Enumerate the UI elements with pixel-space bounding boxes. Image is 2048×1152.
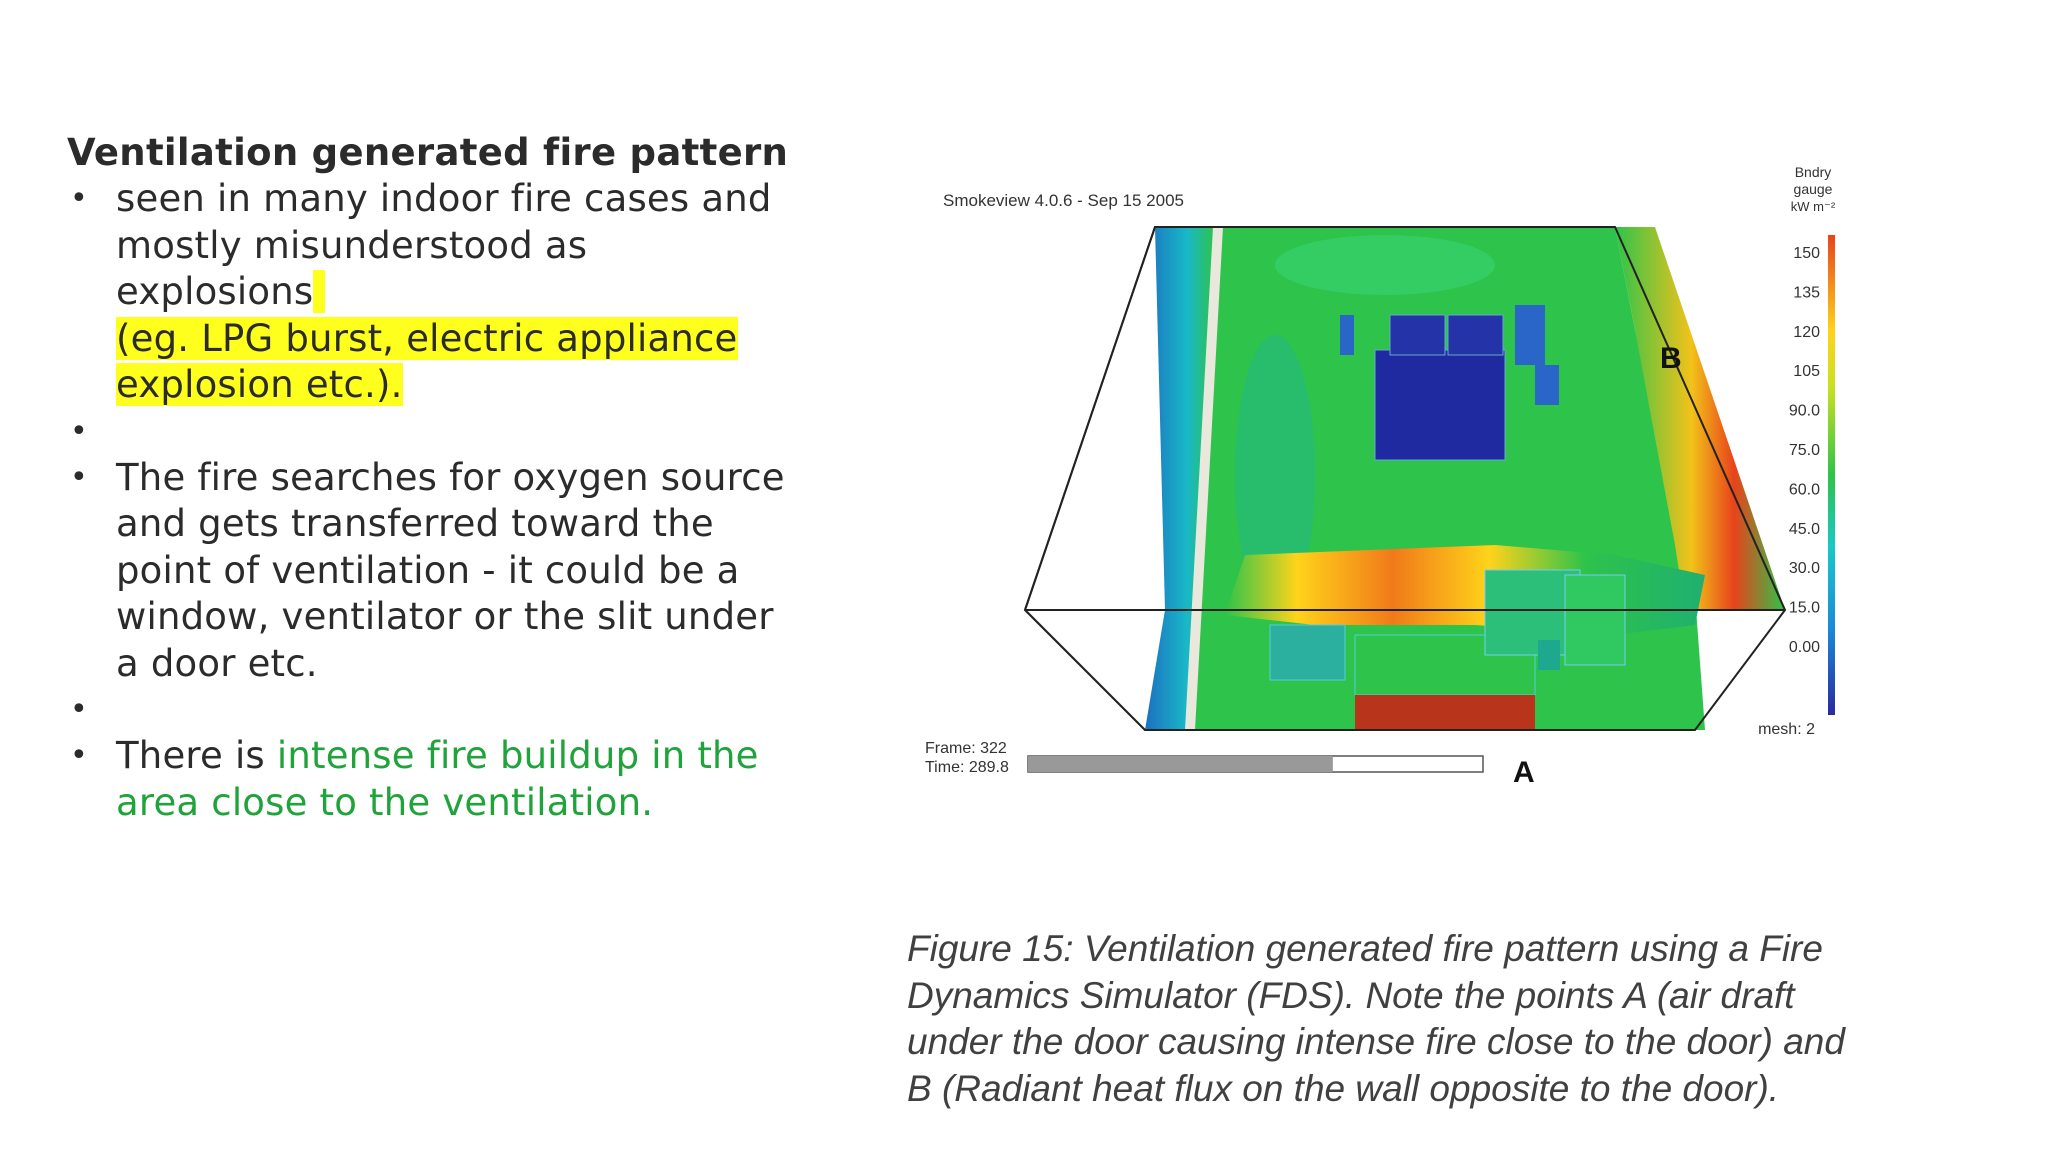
furniture-block <box>1538 640 1560 670</box>
time-label: Time: 289.8 <box>925 759 1009 776</box>
colorbar <box>1828 235 1835 715</box>
furniture-block <box>1564 574 1626 666</box>
mesh-label: mesh: 2 <box>1758 721 1815 738</box>
point-b-label: B <box>1660 342 1682 375</box>
bullet-2-line-3: point of ventilation - it could be a <box>116 548 740 592</box>
room-outline <box>1023 226 1787 731</box>
bullet-2-line-2: and gets transferred toward the <box>116 502 714 545</box>
wall-patch <box>1275 235 1495 295</box>
colorbar-tick-label: 75.0 <box>1789 442 1820 459</box>
colorbar-title-line-3: kW m⁻² <box>1791 199 1836 214</box>
bullet-item-2: The fire searches for oxygen source and … <box>67 455 807 688</box>
slide-text-column: Ventilation generated fire pattern seen … <box>67 130 807 826</box>
furniture-block <box>1515 305 1545 365</box>
figure-caption: Figure 15: Ventilation generated fire pa… <box>907 926 2007 1112</box>
bullet-2-line-5: a door etc. <box>116 641 318 685</box>
frame-label: Frame: 322 <box>925 740 1007 757</box>
caption-line-3: under the door causing intense fire clos… <box>907 1021 1845 1062</box>
colorbar-tick-label: 15.0 <box>1789 600 1820 617</box>
bullet-2-line-4: window, ventilator or the slit under <box>116 595 774 638</box>
point-a-label: A <box>1513 756 1535 789</box>
bullet-1-line-2-text: mostly misunderstood as explosions <box>116 223 588 314</box>
colorbar-title-line-2: gauge <box>1794 181 1833 197</box>
furniture-block <box>1340 315 1354 355</box>
green-text: intense fire buildup in the <box>276 734 759 777</box>
caption-line-1: Figure 15: Ventilation generated fire pa… <box>907 928 1823 969</box>
bullet-item-3: There is intense fire buildup in the are… <box>67 733 807 826</box>
colorbar-title-line-1: Bndry <box>1795 164 1832 180</box>
bullet-3-line-2: area close to the ventilation. <box>116 780 654 824</box>
bullet-1-line-3: (eg. LPG burst, electric appliance <box>116 316 807 363</box>
furniture-block <box>1535 365 1559 405</box>
colorbar-tick-label: 135 <box>1793 284 1820 301</box>
bullet-3-plain-text: There is <box>116 734 277 777</box>
bed-block <box>1374 349 1506 461</box>
colorbar-tick-label: 60.0 <box>1789 481 1820 498</box>
colorbar-tick-label: 0.00 <box>1789 639 1820 656</box>
furniture-block <box>1484 569 1581 656</box>
bullet-spacer <box>67 409 807 456</box>
software-label: Smokeview 4.0.6 - Sep 15 2005 <box>943 191 1184 210</box>
bullet-1-line-1: seen in many indoor fire cases and <box>116 177 772 220</box>
colorbar-tick-label: 150 <box>1793 245 1820 262</box>
colorbar-tick-label: 120 <box>1793 324 1820 341</box>
bullet-2-line-1: The fire searches for oxygen source <box>116 455 785 499</box>
slide-heading: Ventilation generated fire pattern <box>67 131 789 174</box>
fds-simulation-figure: Smokeview 4.0.6 - Sep 15 2005 B <box>915 155 1845 795</box>
bullet-item-1: seen in many indoor fire cases and mostl… <box>67 176 807 409</box>
highlighted-text: (eg. LPG burst, electric appliance <box>116 316 738 360</box>
bullet-1-line-2: mostly misunderstood as explosions <box>116 223 807 316</box>
colorbar-tick-label: 45.0 <box>1789 521 1820 538</box>
door-sill-hot <box>1355 695 1535 730</box>
time-progress-fill <box>1028 756 1333 772</box>
highlight-mark <box>313 270 326 313</box>
caption-line-4: B (Radiant heat flux on the wall opposit… <box>907 1067 1780 1109</box>
bullet-list: seen in many indoor fire cases and mostl… <box>67 176 807 826</box>
bullet-1-line-4: explosion etc.). <box>116 362 807 409</box>
smokeview-render: Smokeview 4.0.6 - Sep 15 2005 B <box>925 164 1836 789</box>
colorbar-tick-label: 90.0 <box>1789 403 1820 420</box>
highlighted-text: explosion etc.). <box>116 363 403 406</box>
furniture-block <box>1269 624 1346 681</box>
colorbar-tick-labels: 150 135 120 105 90.0 75.0 60.0 45.0 30.0 15.0 0.00 <box>1789 245 1820 656</box>
furniture-block <box>1389 314 1446 356</box>
furniture-block <box>1447 314 1504 356</box>
colorbar-tick-label: 105 <box>1793 363 1820 380</box>
bullet-spacer <box>67 687 807 734</box>
bullet-3-line-1: There is intense fire buildup in the <box>116 733 807 780</box>
colorbar-tick-label: 30.0 <box>1789 560 1820 577</box>
wall-patch <box>1235 335 1315 615</box>
caption-line-2: Dynamics Simulator (FDS). Note the point… <box>907 974 1795 1016</box>
door-edge <box>1185 227 1225 730</box>
